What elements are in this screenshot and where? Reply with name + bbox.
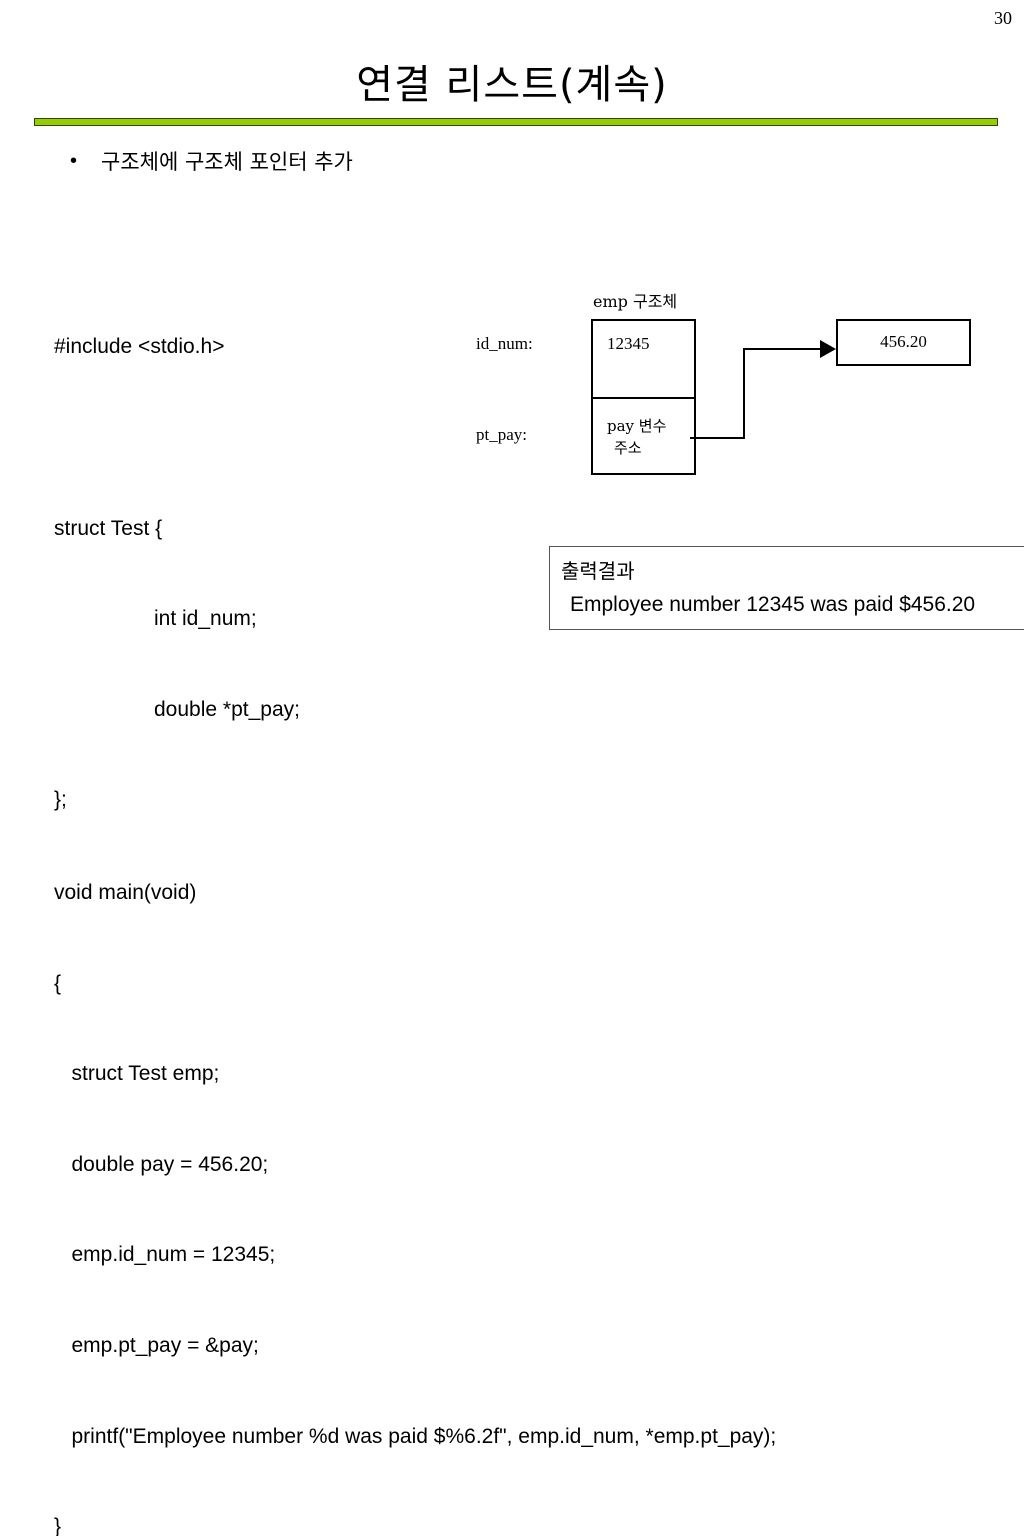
pointer-arrow bbox=[690, 340, 836, 439]
code-line: } bbox=[54, 1515, 62, 1536]
code-line-text: double *pt_pay; bbox=[154, 697, 300, 721]
code-line: emp.id_num = 12345; bbox=[54, 1243, 276, 1267]
code-line: { bbox=[54, 971, 62, 995]
page-number: 30 bbox=[994, 8, 1012, 28]
struct-divider bbox=[593, 397, 694, 399]
bullet-dot-icon: • bbox=[70, 149, 78, 172]
pt-pay-label: pt_pay: bbox=[476, 425, 527, 444]
pointer-arrow-line bbox=[690, 348, 822, 439]
code-line: printf("Employee number %d was paid $%6.… bbox=[54, 1424, 777, 1448]
code-line: void main(void) bbox=[54, 880, 197, 904]
code-line: #include <stdio.h> bbox=[54, 335, 225, 359]
struct-label: emp 구조체 bbox=[593, 292, 678, 311]
pt-pay-value-line1: pay 변수 bbox=[607, 417, 667, 435]
bullet-item: • 구조체에 구조체 포인터 추가 bbox=[70, 146, 353, 176]
code-line: double pay = 456.20; bbox=[54, 1152, 269, 1176]
struct-box: 12345 pay 변수 주소 bbox=[591, 319, 696, 475]
slide-title: 연결 리스트(계속) bbox=[356, 62, 668, 108]
pointer-arrow-head-icon bbox=[820, 340, 836, 358]
id-num-value: 12345 bbox=[607, 334, 650, 353]
code-line: struct Test { bbox=[54, 516, 163, 540]
code-line: }; bbox=[54, 788, 67, 812]
code-line-text: int id_num; bbox=[154, 607, 257, 631]
code-line: double *pt_pay; bbox=[54, 695, 776, 725]
output-box: 출력결과 Employee number 12345 was paid $456… bbox=[549, 546, 1024, 630]
output-text: Employee number 12345 was paid $456.20 bbox=[570, 593, 976, 616]
code-line: struct Test emp; bbox=[54, 1062, 220, 1086]
title-underline-bar bbox=[34, 118, 998, 126]
code-line: emp.pt_pay = &pay; bbox=[54, 1333, 259, 1357]
bullet-text: 구조체에 구조체 포인터 추가 bbox=[101, 150, 353, 174]
output-title: 출력결과 bbox=[561, 559, 635, 583]
code-line: int id_num; bbox=[54, 604, 776, 634]
id-num-label: id_num: bbox=[476, 334, 533, 353]
pt-pay-value-line2: 주소 bbox=[614, 439, 642, 457]
pay-variable-box: 456.20 bbox=[836, 319, 971, 366]
pay-variable-value: 456.20 bbox=[880, 332, 927, 351]
